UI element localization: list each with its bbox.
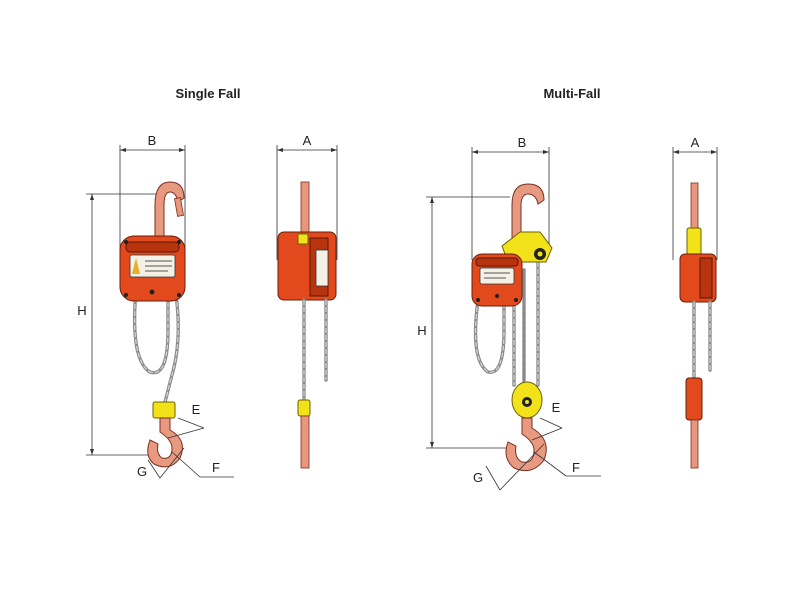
- single-fall-title: Single Fall: [175, 86, 240, 101]
- load-block: [152, 401, 176, 419]
- dimension-label-a-multi: A: [691, 135, 700, 150]
- name-plate-multi: [479, 267, 515, 285]
- multi-fall-title: Multi-Fall: [543, 86, 600, 101]
- dimension-g-multi: G: [473, 443, 545, 491]
- dimension-e-multi: E: [531, 400, 563, 441]
- multi-fall-side-view: A: [672, 135, 718, 469]
- bottom-block-side-multi: [685, 377, 703, 421]
- dimension-f-single: F: [171, 451, 234, 478]
- dimension-a-single: A: [276, 133, 338, 260]
- top-hook-side-multi: [690, 182, 699, 232]
- dimension-label-g-multi: G: [473, 470, 483, 485]
- bottom-hook-side-multi: [690, 419, 699, 469]
- dimension-label-e-multi: E: [552, 400, 561, 415]
- dimension-a-multi: A: [672, 135, 718, 260]
- dimension-label-h: H: [77, 303, 86, 318]
- top-yoke-side: [686, 227, 702, 257]
- hand-chain-loop-multi: [473, 298, 506, 374]
- bottom-hook: [147, 417, 183, 468]
- bottom-hook-multi: [505, 417, 547, 472]
- dimension-label-e: E: [192, 402, 201, 417]
- top-hook-multi: [511, 183, 545, 239]
- load-block-side: [297, 399, 311, 417]
- multi-fall-front-view: B H: [417, 135, 601, 491]
- dimension-label-h-multi: H: [417, 323, 426, 338]
- dimension-h-multi: H: [417, 196, 510, 449]
- dimension-label-b: B: [148, 133, 157, 148]
- dimension-label-g: G: [137, 464, 147, 479]
- dimension-label-a: A: [303, 133, 312, 148]
- dimension-label-b-multi: B: [518, 135, 527, 150]
- hand-chain-loop: [132, 288, 170, 375]
- top-hook-side: [300, 181, 310, 233]
- dimension-f-multi: F: [533, 451, 601, 477]
- single-fall-front-view: B H: [77, 133, 234, 479]
- dimension-g-single: G: [137, 447, 185, 479]
- dimension-b-multi: B: [471, 135, 550, 260]
- dimension-label-f: F: [212, 460, 220, 475]
- dimension-e-single: E: [167, 402, 205, 439]
- warning-icon: [132, 258, 140, 274]
- dimension-label-f-multi: F: [572, 460, 580, 475]
- dimension-b-single: B: [119, 133, 186, 250]
- dimension-h-single: H: [77, 193, 160, 456]
- bottom-hook-side: [300, 415, 310, 469]
- single-fall-side-view: A: [276, 133, 338, 469]
